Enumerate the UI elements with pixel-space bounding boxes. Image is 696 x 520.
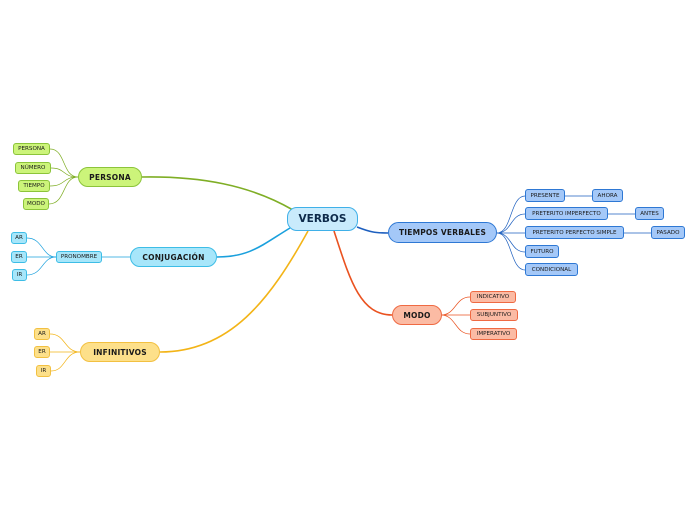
subtopic-er[interactable]: ER — [11, 251, 27, 263]
topic-conjugacion[interactable]: CONJUGACIÓN — [130, 247, 217, 267]
subtopic-antes[interactable]: ANTES — [635, 207, 664, 220]
subtopic-er[interactable]: ER — [34, 346, 50, 358]
central-topic-verbos[interactable]: VERBOS — [287, 207, 358, 231]
link-tiempos-child — [496, 195, 526, 234]
link-modo-child — [440, 296, 471, 316]
link-infinitivos-child — [49, 333, 81, 353]
topic-persona[interactable]: PERSONA — [78, 167, 142, 187]
subtopic-modo[interactable]: MODO — [23, 198, 49, 210]
subtopic-preterito-perfecto-simple[interactable]: PRETERITO PERFECTO SIMPLE — [525, 226, 624, 239]
link-pronombre-child — [26, 237, 57, 258]
subtopic-imperativo[interactable]: IMPERATIVO — [470, 328, 517, 340]
link-central-infinitivos — [159, 230, 309, 353]
link-persona-child — [50, 167, 79, 178]
link-infinitivos-child — [50, 351, 81, 372]
link-tiempos-child — [496, 232, 526, 271]
link-central-conjugacion — [216, 227, 291, 258]
link-modo-child — [440, 314, 471, 335]
subtopic-subjuntivo[interactable]: SUBJUNTIVO — [470, 309, 518, 321]
subtopic-presente[interactable]: PRESENTE — [525, 189, 565, 202]
subtopic-ar[interactable]: AR — [34, 328, 50, 340]
link-central-modo — [333, 230, 393, 316]
subtopic-numero[interactable]: NÚMERO — [15, 162, 51, 174]
link-tiempos-child — [496, 213, 526, 234]
subtopic-futuro[interactable]: FUTURO — [525, 245, 559, 258]
subtopic-preterito-imperfecto[interactable]: PRETERITO IMPERFECTO — [525, 207, 608, 220]
topic-infinitivos[interactable]: INFINITIVOS — [80, 342, 160, 362]
subtopic-ir[interactable]: IR — [12, 269, 27, 281]
link-persona-child — [48, 176, 79, 205]
link-tiempos-child — [496, 232, 526, 253]
subtopic-ir[interactable]: IR — [36, 365, 51, 377]
subtopic-ahora[interactable]: AHORA — [592, 189, 623, 202]
subtopic-condicional[interactable]: CONDICIONAL — [525, 263, 578, 276]
link-persona-child — [49, 148, 79, 178]
subtopic-indicativo[interactable]: INDICATIVO — [470, 291, 516, 303]
topic-modo[interactable]: MODO — [392, 305, 442, 325]
subtopic-tiempo[interactable]: TIEMPO — [18, 180, 50, 192]
subtopic-persona[interactable]: PERSONA — [13, 143, 50, 155]
link-pronombre-child — [26, 256, 57, 276]
subtopic-pasado[interactable]: PASADO — [651, 226, 685, 239]
link-central-tiempos — [356, 226, 389, 234]
subtopic-pronombre[interactable]: PRONOMBRE — [56, 251, 102, 263]
link-persona-child — [49, 176, 79, 187]
topic-tiempos-verbales[interactable]: TIEMPOS VERBALES — [388, 222, 497, 243]
subtopic-ar[interactable]: AR — [11, 232, 27, 244]
link-central-persona — [141, 176, 294, 211]
